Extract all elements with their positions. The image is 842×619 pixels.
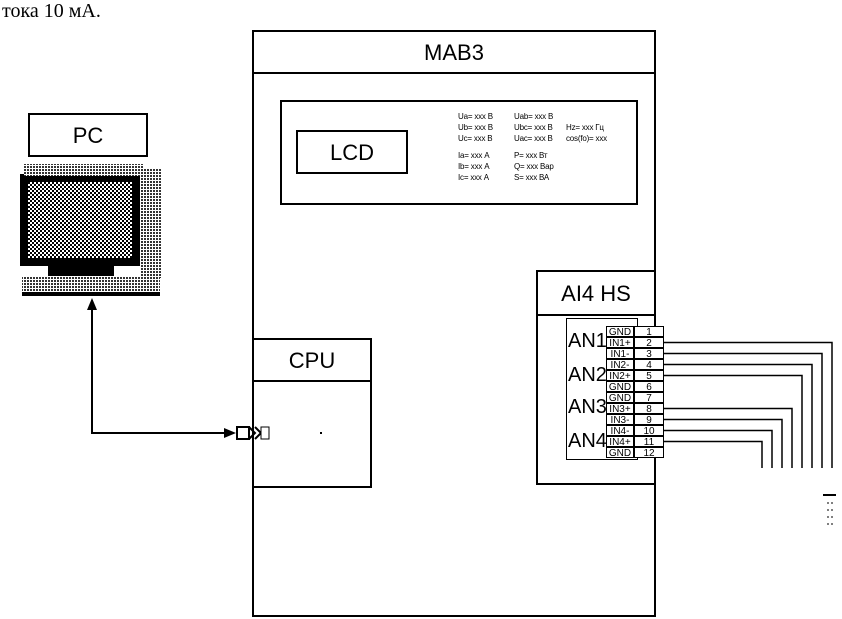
terminal-number: 10 [634,425,664,437]
terminal-signal: IN2+ [606,370,634,382]
cpu-link-arrowhead-right [224,428,236,438]
terminal-wire [664,341,833,468]
terminal-number: 3 [634,348,664,360]
terminal-wire [664,352,823,468]
ai4hs-title-bar: AI4 HS [538,272,654,316]
lcd-readout: S= xxx ВА [514,173,550,182]
terminal-signal: IN3- [606,414,634,426]
channel-group-an2: AN2 [568,364,607,387]
mav3-title: МАВ3 [424,40,484,65]
terminal-signal: IN1- [606,348,634,360]
lcd-readout: Q= xxx Вар [514,162,554,171]
ai4hs-title: AI4 HS [561,281,631,306]
lcd-readout: Hz= xxx Гц [566,123,604,132]
lcd-label-box: LCD [296,130,408,174]
cpu-module[interactable]: CPU [252,338,372,488]
terminal-number: 7 [634,392,664,404]
terminal-number: 6 [634,381,664,393]
terminal-number: 12 [634,447,664,459]
terminal-wire [664,418,783,468]
terminal-number: 1 [634,326,664,338]
pc-cpu-link [91,304,224,434]
terminal-number: 4 [634,359,664,371]
terminal-signal: IN4- [606,425,634,437]
terminal-signal: IN1+ [606,337,634,349]
terminal-wire [664,363,813,468]
lcd-readout: Ubc= xxx В [514,123,553,132]
terminal-signal: IN2- [606,359,634,371]
terminal-signal: IN3+ [606,403,634,415]
lcd-readout: Ib= xxx А [458,162,490,171]
terminal-number: 9 [634,414,664,426]
terminal-number: 5 [634,370,664,382]
cpu-dot [320,432,322,434]
header-text: тока 10 мА. [2,0,101,22]
lcd-readout: P= xxx Вт [514,151,548,160]
cpu-title-bar: CPU [254,340,370,382]
terminal-number: 2 [634,337,664,349]
lcd-readout: Ia= xxx А [458,151,490,160]
cpu-label: CPU [288,348,336,373]
pc-box[interactable]: PC [28,113,148,157]
lcd-panel: LCD Ua= xxx В Uab= xxx В Ub= xxx В Ubc= xxx… [280,100,638,205]
pc-link-arrowhead-up [87,298,97,310]
lcd-readout: Ic= xxx А [458,173,489,182]
pc-label: PC [72,123,104,148]
lcd-readouts: Ua= xxx В Uab= xxx В Ub= xxx В Ubc= xxx В Hz… [458,110,636,200]
terminal-signal: GND [606,392,634,404]
lcd-readout: cos(fo)= xxx [566,134,607,143]
terminal-wire [664,429,773,468]
lcd-readout: Ua= xxx В [458,112,493,121]
lcd-label: LCD [329,140,374,165]
terminal-signal: GND [606,447,634,459]
computer-monitor-icon [18,160,168,298]
channel-group-an4: AN4 [568,430,607,453]
terminal-number: 8 [634,403,664,415]
cpu-port-icon [236,426,270,440]
lcd-readout: Uab= xxx В [514,112,554,121]
terminal-wires [664,341,833,468]
terminal-wire [664,440,763,468]
mav3-title-bar: МАВ3 [254,32,654,74]
terminal-signal: IN4+ [606,436,634,448]
channel-group-an1: AN1 [568,330,607,353]
wire-end-marker [823,494,836,525]
terminal-signal: GND [606,381,634,393]
lcd-readout: Uc= xxx В [458,134,493,143]
channel-group-an3: AN3 [568,396,607,419]
terminal-signal: GND [606,326,634,338]
lcd-readout: Uac= xxx В [514,134,553,143]
terminal-wire [664,374,803,468]
terminal-number: 11 [634,436,664,448]
lcd-readout: Ub= xxx В [458,123,493,132]
terminal-wire [664,407,793,468]
